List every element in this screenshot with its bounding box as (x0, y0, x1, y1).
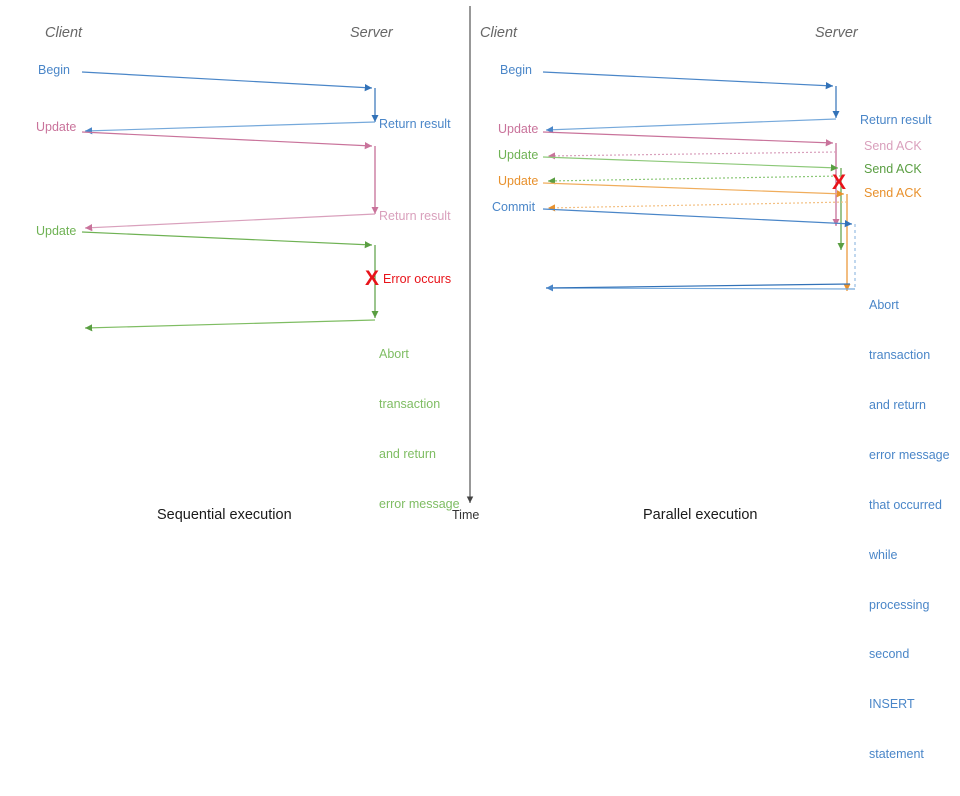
right-msg-update-1: Update (498, 122, 539, 136)
left-role-client: Client (45, 25, 83, 41)
arrow-right-ack-3 (547, 201, 848, 212)
left-abort-line-2: transaction (379, 397, 441, 412)
right-msg-ack-2: Send ACK (864, 162, 922, 176)
left-msg-return-result-1: Return result (379, 117, 451, 131)
right-abort-line-3: and return (869, 398, 926, 412)
right-abort-text: Abort transaction and return error messa… (869, 264, 950, 796)
right-caption: Parallel execution (643, 507, 758, 523)
left-diagram (81, 71, 379, 332)
arrow-left-update-2 (81, 231, 373, 249)
left-abort-line-4: error message (379, 496, 460, 511)
error-x-icon-right: X (832, 171, 847, 194)
arrow-left-update-1 (81, 131, 373, 150)
arrow-left-begin (81, 71, 373, 92)
diagram-vectors (81, 6, 856, 503)
left-caption: Sequential execution (157, 507, 292, 523)
left-abort-text: Abort transaction and return error messa… (379, 313, 460, 546)
left-msg-begin: Begin (38, 63, 70, 77)
right-msg-ack-1: Send ACK (864, 139, 922, 153)
right-diagram (542, 71, 856, 292)
right-abort-line-10: statement (869, 747, 924, 762)
right-role-server: Server (815, 25, 858, 41)
right-msg-return-result: Return result (860, 113, 932, 127)
error-x-icon-left: X (365, 267, 380, 290)
left-msg-update-1: Update (36, 120, 77, 134)
left-msg-update-2: Update (36, 224, 77, 238)
left-error-label: Error occurs (383, 272, 452, 286)
arrow-right-return-result (545, 118, 837, 134)
left-abort-line-3: and return (379, 447, 436, 461)
arrow-left-return-2 (84, 213, 376, 232)
sequence-diagram-canvas: Client Server Begin Return result Update… (36, 6, 950, 761)
abort-return-stub (545, 287, 856, 290)
right-msg-update-2: Update (498, 148, 539, 162)
right-abort-line-8: second (869, 647, 910, 662)
arrow-right-update-2 (542, 156, 839, 172)
left-abort-line-1: Abort (379, 347, 409, 362)
right-msg-begin: Begin (500, 63, 532, 77)
time-axis-label: Time (452, 508, 480, 522)
arrow-right-begin (542, 71, 834, 90)
arrow-right-update-1 (542, 131, 834, 147)
arrow-left-return-1 (84, 121, 376, 135)
right-abort-line-4: error message (869, 447, 950, 462)
right-abort-line-9: INSERT (869, 697, 915, 712)
arrow-right-commit (542, 208, 853, 228)
right-abort-line-2: transaction (869, 348, 931, 363)
arrow-right-abort (545, 283, 851, 292)
arrow-left-abort (84, 319, 376, 332)
left-role-server: Server (350, 25, 393, 41)
right-msg-ack-3: Send ACK (864, 186, 922, 200)
arrow-right-ack-1 (547, 151, 837, 160)
right-role-client: Client (480, 25, 518, 41)
right-abort-line-6: while (869, 547, 898, 562)
right-msg-commit: Commit (492, 200, 536, 214)
arrow-right-ack-2 (547, 175, 842, 185)
left-msg-return-result-2: Return result (379, 209, 451, 223)
right-abort-line-7: processing (869, 597, 930, 612)
right-abort-line-5: that occurred (869, 497, 942, 512)
right-abort-line-1: Abort (869, 298, 899, 313)
arrow-right-update-3 (542, 182, 845, 198)
right-msg-update-3: Update (498, 174, 539, 188)
